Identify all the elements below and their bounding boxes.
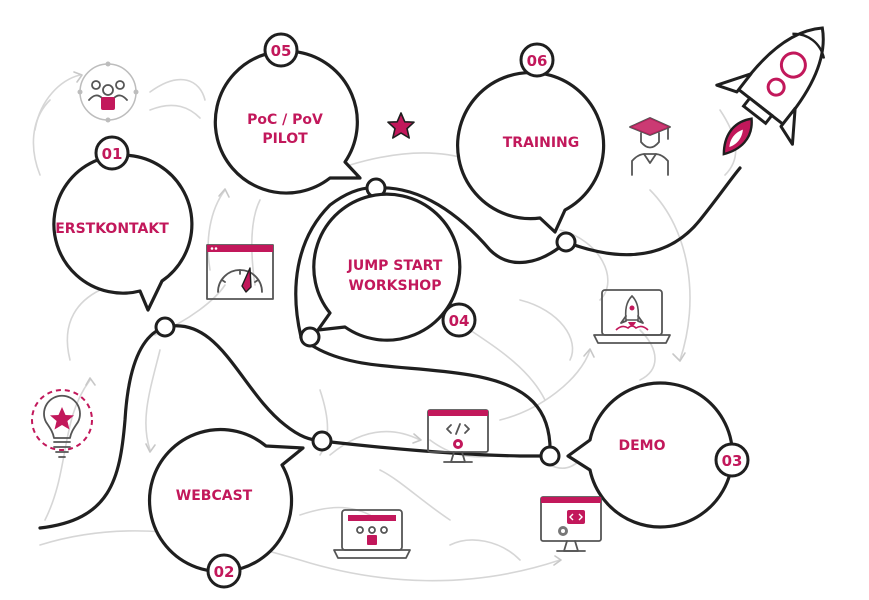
stage-03-number-badge <box>714 442 750 478</box>
stage-05-number: 05 <box>271 42 292 60</box>
rocket-icon <box>715 26 826 156</box>
team-icon <box>77 61 139 123</box>
stage-06-number: 06 <box>527 52 548 70</box>
stage-04-number: 04 <box>449 312 470 330</box>
road-node <box>539 445 561 467</box>
stage-04-bubble: JUMP START WORKSHOP 04 <box>312 192 477 342</box>
stage-01-bubble: ERSTKONTAKT 01 <box>52 135 194 312</box>
stage-02-label: WEBCAST <box>176 488 253 504</box>
star-icon <box>387 112 415 139</box>
stage-03-label: DEMO <box>618 438 665 454</box>
speedometer-window-icon <box>206 244 274 300</box>
stage-06-label: TRAINING <box>503 135 580 151</box>
stage-01-number-badge <box>94 135 130 171</box>
stage-03-number: 03 <box>722 452 743 470</box>
graduate-icon <box>629 117 671 176</box>
stage-05-label-line2: PILOT <box>262 131 308 147</box>
stage-05-number-badge <box>263 32 299 68</box>
laptop-video-call-icon <box>333 509 411 559</box>
stage-01-number: 01 <box>102 145 123 163</box>
stage-02-bubble: WEBCAST 02 <box>147 427 305 589</box>
stage-05-bubble: PoC / PoV PILOT 05 <box>213 32 362 195</box>
road-node <box>154 316 176 338</box>
road-node <box>555 231 577 253</box>
stage-04-label-line2: WORKSHOP <box>349 278 442 294</box>
lightbulb-star-icon <box>31 389 93 458</box>
stage-05-label-line1: PoC / PoV <box>247 112 323 128</box>
stage-04-number-badge <box>441 302 477 338</box>
journey-road <box>38 166 742 530</box>
code-monitor-icon <box>540 496 602 552</box>
laptop-rocket-icon <box>593 289 671 344</box>
code-gear-monitor-icon <box>427 409 489 463</box>
road-node <box>311 430 333 452</box>
road-node <box>299 326 321 348</box>
stage-02-number: 02 <box>214 563 235 581</box>
stage-04-label-line1: JUMP START <box>347 258 443 274</box>
stage-02-number-badge <box>206 553 242 589</box>
stage-03-bubble: DEMO 03 <box>566 381 750 529</box>
stage-01-label: ERSTKONTAKT <box>55 221 169 237</box>
stage-06-bubble: TRAINING 06 <box>456 42 606 234</box>
stage-06-number-badge <box>519 42 555 78</box>
